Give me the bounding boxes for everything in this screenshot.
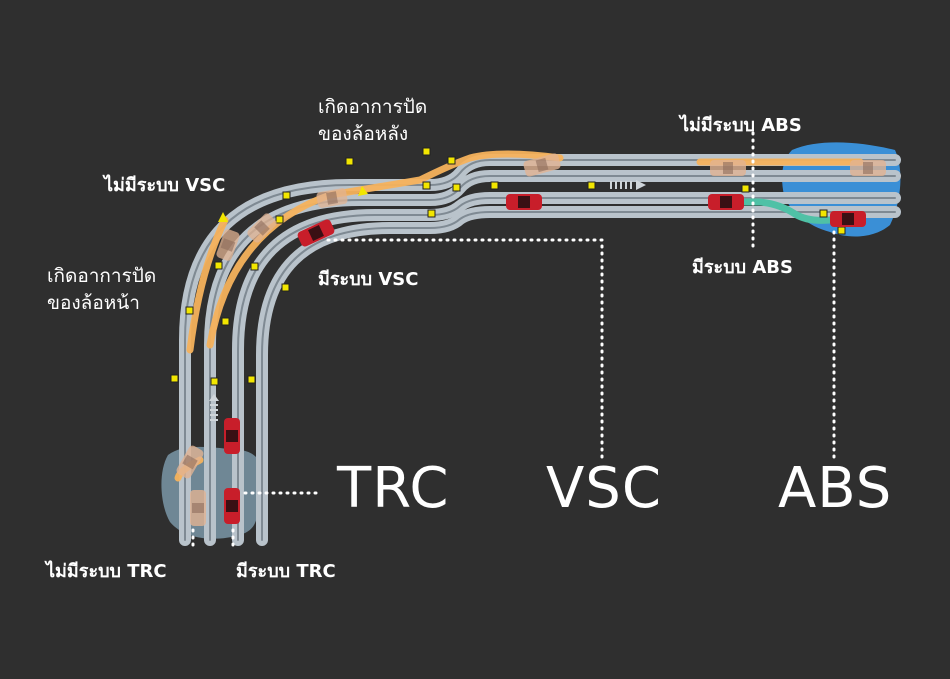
front-skid-label-line1: เกิดอาการปัด [47,265,157,287]
no-vsc-label: ไม่มีระบบ VSC [104,175,226,196]
trc-title: TRC [337,456,450,521]
vsc-title: VSC [546,456,662,521]
vsc-connector [326,238,604,462]
car-icon [850,160,886,176]
rear-skid-path [206,150,564,349]
no-abs-label: ไม่มีระบบ ABS [680,115,802,136]
car-icon [176,445,204,479]
car-icon [316,188,348,208]
car-icon [247,213,277,243]
controlled-cars [224,194,866,524]
with-abs-label: มีระบบ ABS [692,257,793,278]
rear-skid-label-line2: ของล้อหลัง [318,123,409,145]
car-icon [190,490,206,526]
car-icon [297,219,335,247]
direction-arrows [209,180,646,421]
warning-icon [218,212,228,222]
car-icon [216,229,240,261]
connector-lines [191,131,836,550]
car-icon [830,211,866,227]
front-skid-path [186,216,229,354]
abs-controlled-path [736,198,834,224]
car-icon [710,160,746,176]
arrow-right-icon [610,180,646,190]
no-trc-label: ไม่มีระบบ TRC [46,561,167,582]
with-vsc-label: มีระบบ VSC [318,269,419,290]
front-skid-label-line2: ของล้อหน้า [47,292,140,314]
car-icon [224,418,240,454]
front-skid-label: เกิดอาการปัด ของล้อหน้า [47,263,156,317]
with-trc-label: มีระบบ TRC [236,561,336,582]
warning-icon [358,186,368,196]
abs-title: ABS [778,456,893,521]
rear-skid-label-line1: เกิดอาการปัด [318,96,428,118]
uncontrolled-cars [176,153,886,526]
car-icon [224,488,240,524]
arrow-up-icon [209,394,219,421]
car-icon [708,194,744,210]
car-icon [506,194,542,210]
car-icon [523,153,561,177]
rear-skid-label: เกิดอาการปัด ของล้อหลัง [318,94,427,148]
skid-warning-icons [218,186,368,222]
road-markers [170,147,846,386]
